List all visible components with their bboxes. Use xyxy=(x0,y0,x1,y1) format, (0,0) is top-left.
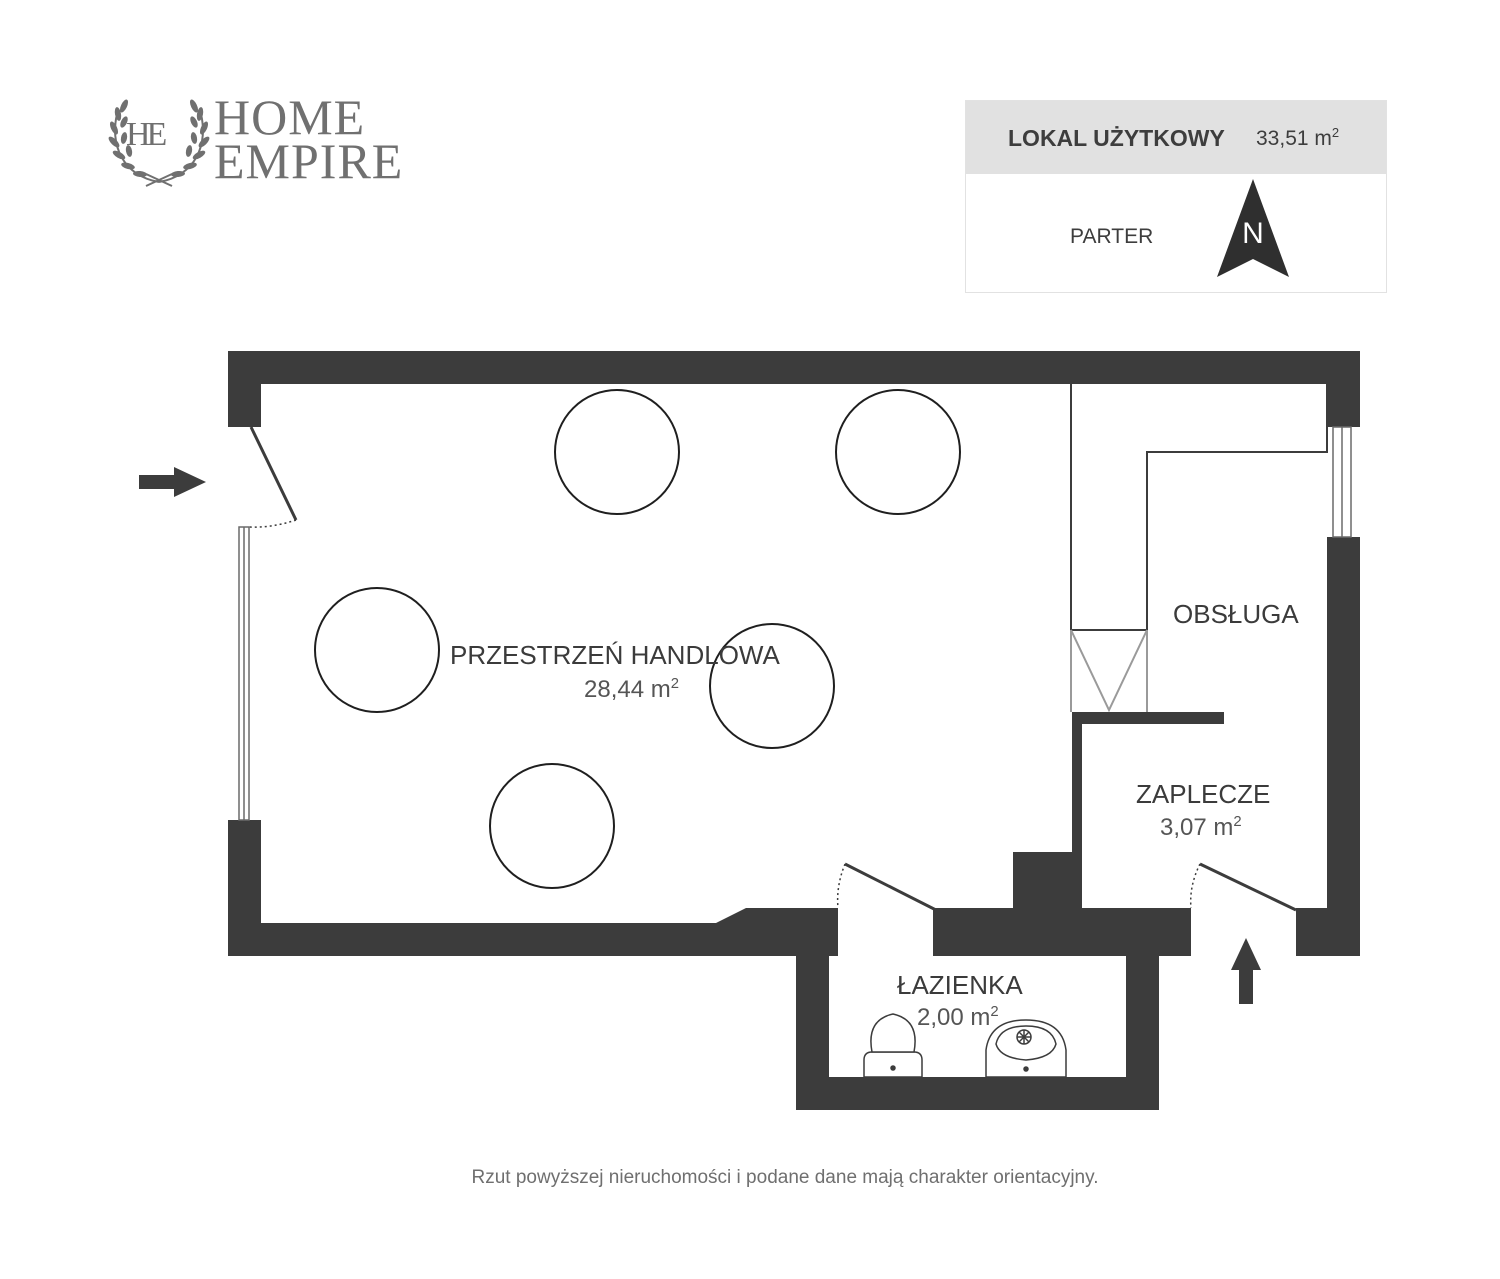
windows xyxy=(238,426,1352,821)
round-table-icon xyxy=(554,389,680,515)
bath-door-leaf xyxy=(844,862,937,912)
entrance-door-leaf xyxy=(249,426,298,521)
room-area-sales: 28,44 m2 xyxy=(584,676,679,703)
room-area-bathroom: 2,00 m2 xyxy=(917,1004,999,1031)
logo-monogram: HE xyxy=(126,116,167,153)
round-table-icon xyxy=(314,587,440,713)
laurel-wreath-icon xyxy=(108,99,210,187)
room-name-backroom: ZAPLECZE xyxy=(1136,779,1271,809)
bathroom-fixtures xyxy=(863,1013,1067,1078)
room-name-sales: PRZESTRZEŃ HANDLOWA xyxy=(450,640,780,670)
round-table-icon xyxy=(489,763,615,889)
wall-right-lower xyxy=(1327,537,1360,956)
wall-bottom-left xyxy=(228,908,838,956)
unit-info-header: LOKAL UŻYTKOWY 33,51 m2 xyxy=(966,101,1386,174)
sink-icon xyxy=(985,1019,1067,1078)
service-counter xyxy=(1070,384,1328,631)
doors xyxy=(248,426,1297,912)
room-name-service: OBSŁUGA xyxy=(1173,599,1299,629)
entry-arrows xyxy=(139,467,1261,1004)
unit-area-value: 33,51 m2 xyxy=(1256,125,1340,150)
north-label: N xyxy=(1242,217,1264,250)
unit-info-box: LOKAL UŻYTKOWY 33,51 m2 PARTER N xyxy=(965,100,1387,293)
round-table-icon xyxy=(709,623,835,749)
toilet-icon xyxy=(863,1013,923,1078)
home-empire-logo: HE HOME EMPIRE xyxy=(104,84,402,194)
wall-left-upper xyxy=(228,351,261,427)
wall-bottom-right xyxy=(1296,908,1360,956)
service-swing-door xyxy=(1070,629,1148,713)
bath-door-swing xyxy=(836,863,846,909)
wall-partition-horizontal xyxy=(1072,712,1224,724)
wall-top xyxy=(228,351,1360,384)
room-area-backroom: 3,07 m2 xyxy=(1160,814,1242,841)
entrance-arrow-icon xyxy=(139,467,206,497)
display-tables xyxy=(314,389,961,889)
walls xyxy=(228,351,1360,1110)
north-arrow-icon: N xyxy=(1217,179,1289,277)
unit-type-label: LOKAL UŻYTKOWY xyxy=(1008,125,1225,151)
entrance-door-swing xyxy=(248,519,297,528)
wall-bath-bottom xyxy=(796,1077,1159,1110)
back-door-leaf xyxy=(1199,862,1297,912)
back-entrance-arrow-icon xyxy=(1231,938,1261,1004)
back-door-swing xyxy=(1189,863,1201,909)
wall-pillar xyxy=(1013,852,1081,912)
wall-right-upper xyxy=(1327,351,1360,427)
room-name-bathroom: ŁAZIENKA xyxy=(897,970,1023,1000)
logo-word-home: HOME xyxy=(214,89,366,145)
disclaimer-note: Rzut powyższej nieruchomości i podane da… xyxy=(471,1167,1099,1188)
floor-label: PARTER xyxy=(1070,225,1154,248)
logo-word-empire: EMPIRE xyxy=(214,133,404,189)
round-table-icon xyxy=(835,389,961,515)
wall-partition-vertical xyxy=(1072,712,1082,912)
